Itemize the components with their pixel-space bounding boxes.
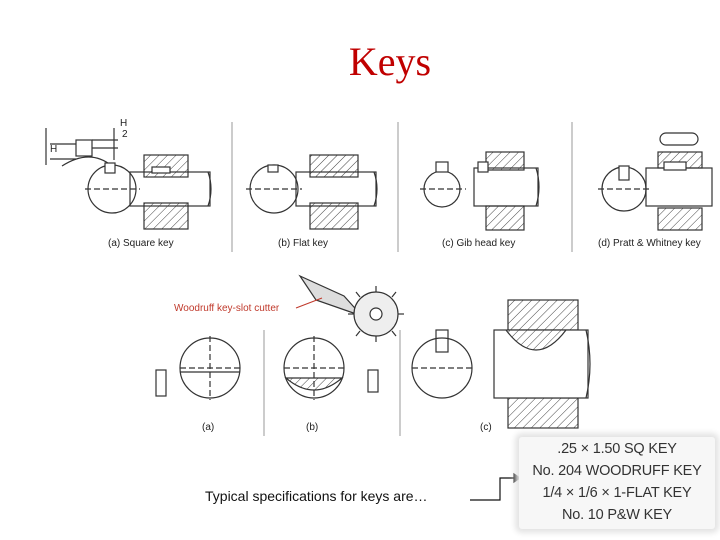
intro-text: Typical specifications for keys are… bbox=[205, 488, 428, 504]
pratt-whitney-key-drawing bbox=[598, 132, 713, 231]
square-key-drawing bbox=[45, 128, 212, 230]
caption-bottom-b: (b) bbox=[306, 422, 318, 433]
panel-dividers-bottom bbox=[263, 330, 401, 436]
panel-dividers-top bbox=[231, 122, 573, 252]
gib-head-key-drawing bbox=[420, 151, 540, 231]
spec-line: .25 × 1.50 SQ KEY bbox=[557, 441, 677, 457]
dim-h2-den: 2 bbox=[122, 129, 128, 140]
spec-connector bbox=[470, 472, 522, 501]
dim-h2-num: H bbox=[120, 118, 127, 129]
spec-line: No. 204 WOODRUFF KEY bbox=[532, 463, 702, 479]
caption-bottom-c: (c) bbox=[480, 422, 492, 433]
caption-gib-head-key: (c) Gib head key bbox=[442, 238, 515, 249]
spec-box: .25 × 1.50 SQ KEY No. 204 WOODRUFF KEY 1… bbox=[519, 437, 715, 529]
flat-key-drawing bbox=[246, 154, 378, 230]
spec-line: 1/4 × 1/6 × 1-FLAT KEY bbox=[542, 485, 692, 501]
spec-line: No. 10 P&W KEY bbox=[561, 507, 673, 523]
woodruff-key-a-drawing bbox=[155, 336, 241, 400]
slide-title: Keys bbox=[348, 39, 432, 84]
woodruff-key-b-drawing bbox=[283, 336, 379, 400]
caption-bottom-a: (a) bbox=[202, 422, 214, 433]
caption-pratt-whitney-key: (d) Pratt & Whitney key bbox=[598, 238, 701, 249]
caption-square-key: (a) Square key bbox=[108, 238, 174, 249]
woodruff-cutter-label: Woodruff key-slot cutter bbox=[174, 303, 280, 314]
woodruff-cutter-drawing bbox=[298, 274, 404, 342]
woodruff-key-c-drawing bbox=[411, 299, 591, 429]
caption-flat-key: (b) Flat key bbox=[278, 238, 328, 249]
dim-h-label: H bbox=[50, 144, 57, 155]
